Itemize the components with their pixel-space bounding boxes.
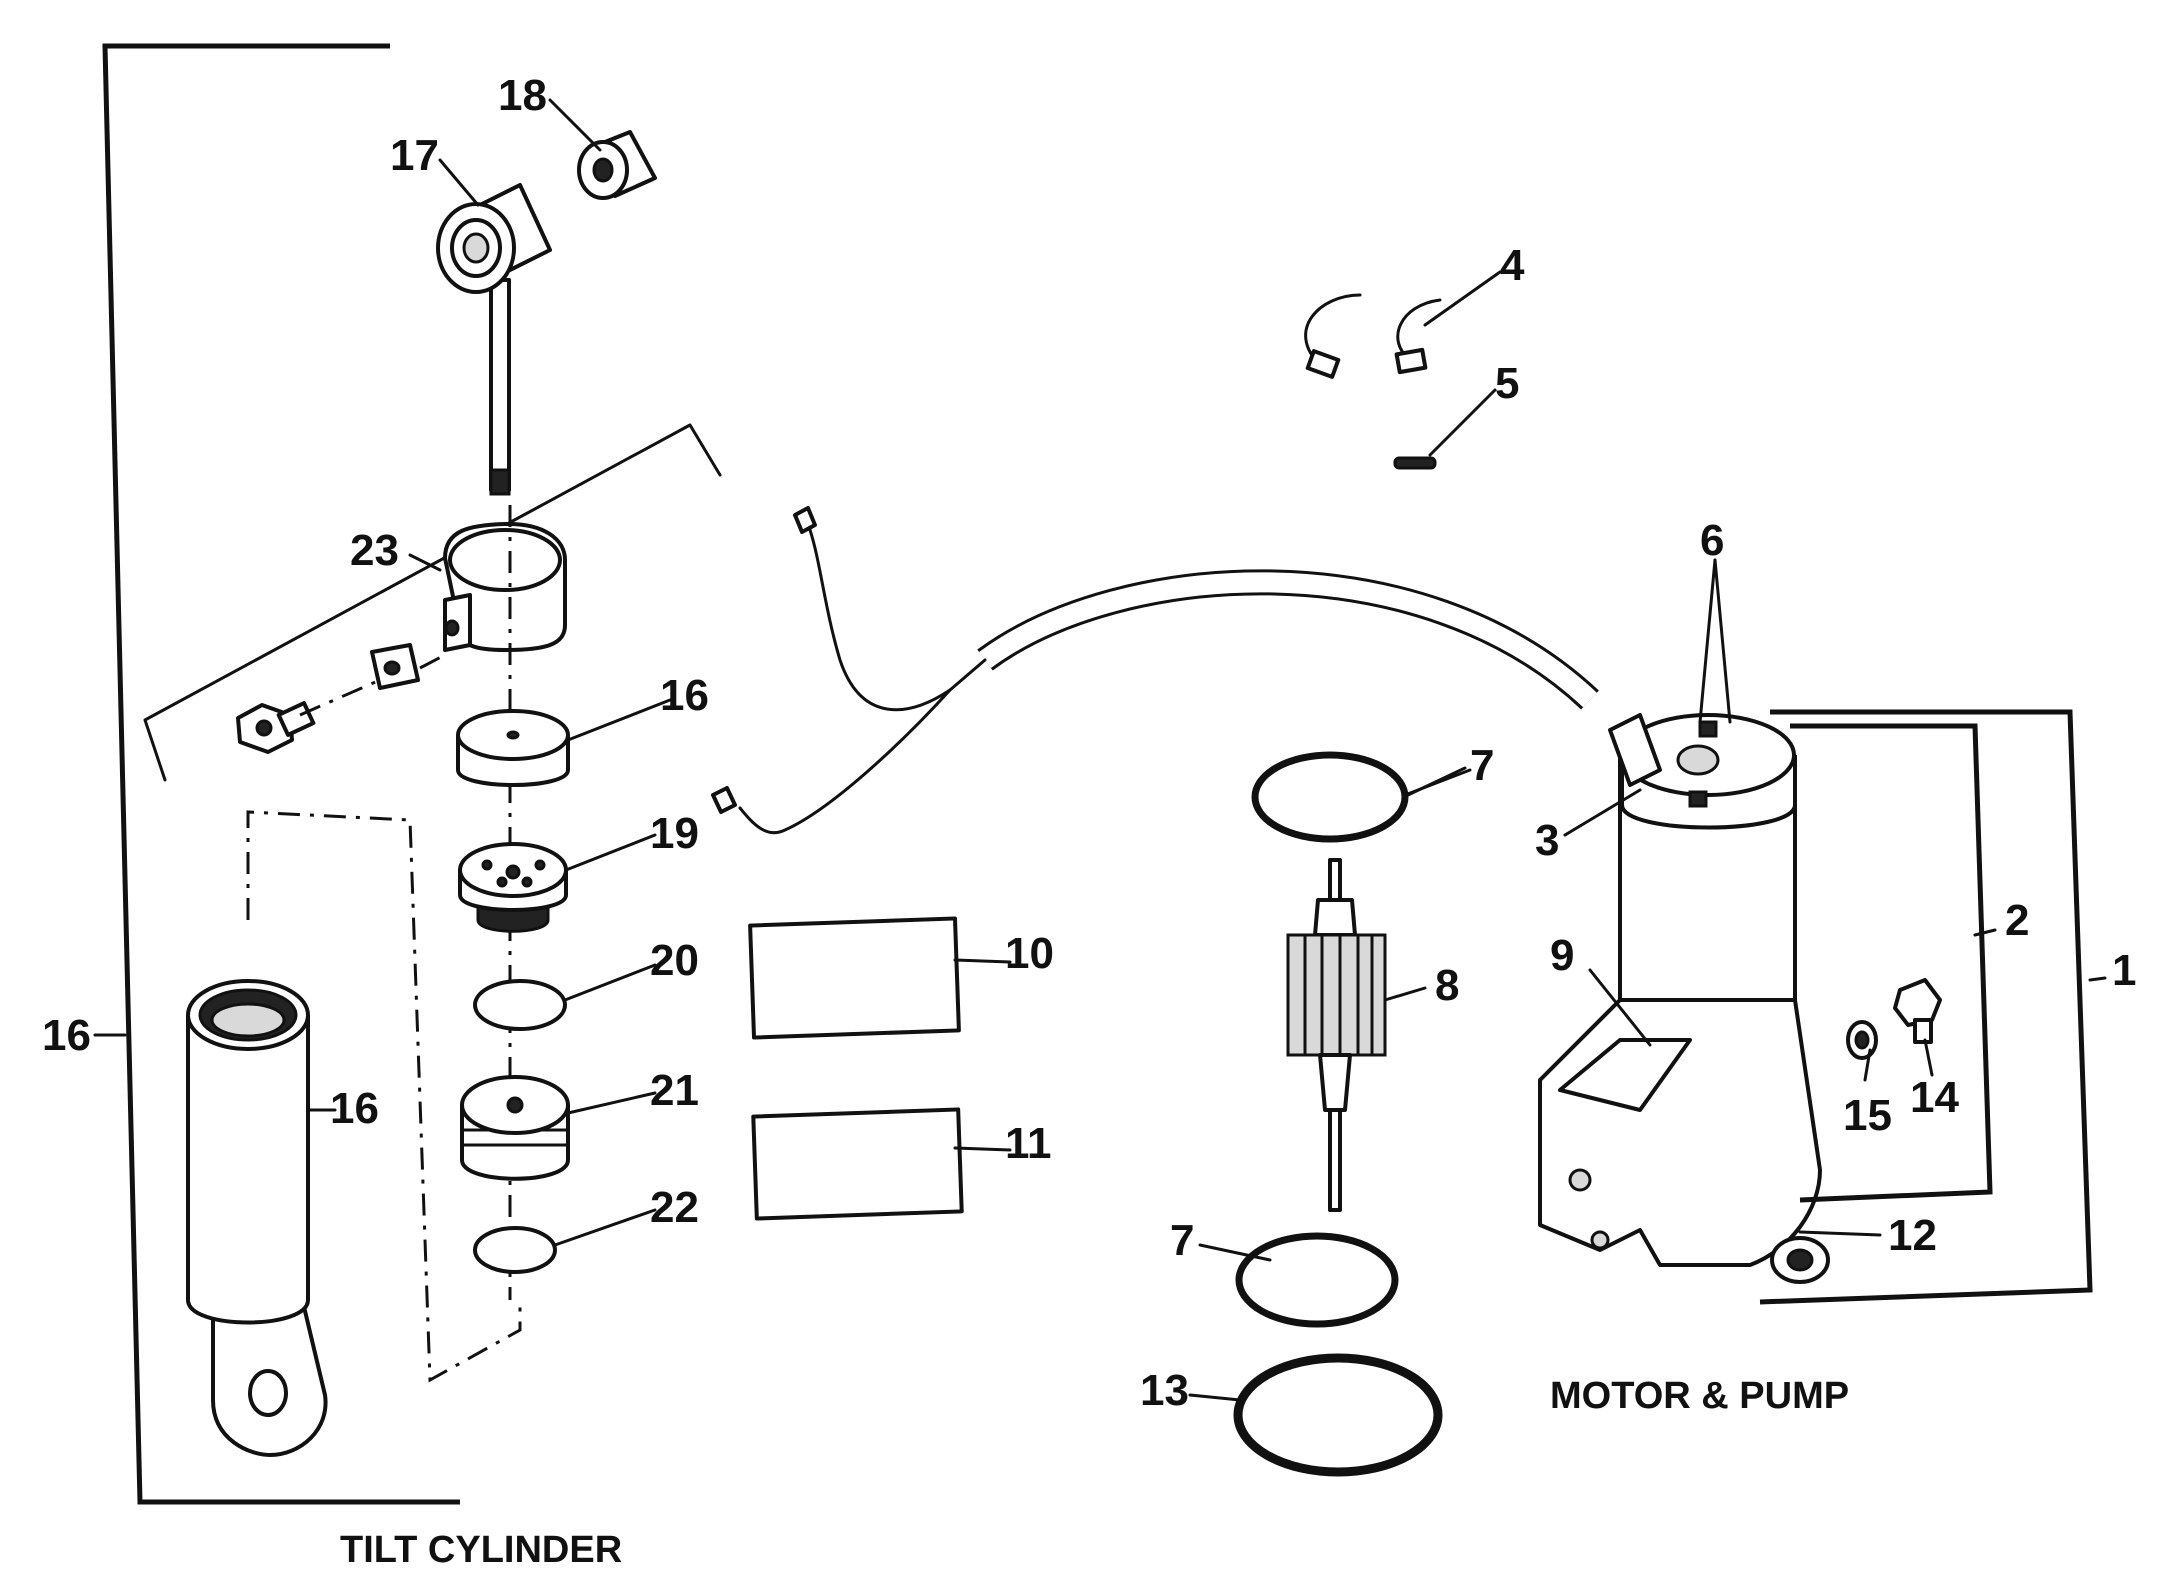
callout-16-disc: 16 — [660, 671, 709, 720]
washer-part-15 — [1846, 1020, 1878, 1060]
callout-9: 9 — [1550, 931, 1574, 980]
piston-disc-part-16 — [456, 709, 570, 787]
motor-pump-label: MOTOR & PUMP — [1550, 1375, 1849, 1417]
callout-16-left: 16 — [42, 1011, 91, 1060]
motor-can — [1608, 713, 1797, 1002]
callout-3: 3 — [1535, 816, 1559, 865]
wire-clip-part-4 — [1304, 293, 1442, 379]
callout-8: 8 — [1435, 961, 1459, 1010]
pin-part-5 — [1393, 456, 1437, 470]
tilt-rod-part-17 — [436, 183, 552, 496]
callout-6: 6 — [1700, 516, 1724, 565]
callout-21: 21 — [650, 1066, 699, 1115]
armature-part-8 — [1286, 858, 1387, 1212]
cylinder-cap-part-19 — [458, 842, 568, 933]
cylinder-axis-dash — [246, 810, 522, 1383]
callout-7-bottom: 7 — [1170, 1216, 1194, 1265]
clamp-part-23 — [236, 521, 567, 754]
callout-19: 19 — [650, 809, 699, 858]
callout-5: 5 — [1495, 359, 1519, 408]
piston-part-21 — [460, 1075, 570, 1181]
callout-20: 20 — [650, 936, 699, 985]
callout-numbers: 1 2 3 4 5 6 7 7 8 9 10 11 12 13 14 15 16… — [42, 71, 2136, 1415]
leader-lines — [93, 98, 2107, 1402]
callout-18: 18 — [498, 71, 547, 120]
tilt-cylinder-label: TILT CYLINDER — [340, 1529, 622, 1571]
motor-pump-group — [748, 293, 2093, 1477]
decal-part-10 — [748, 916, 961, 1040]
callout-16-body: 16 — [330, 1084, 379, 1133]
wire-harness — [711, 506, 1599, 834]
fitting-part-14 — [1893, 978, 1942, 1044]
o-ring-part-7-bottom — [1235, 1232, 1399, 1328]
callout-7-top: 7 — [1470, 741, 1494, 790]
tilt-cylinder-bracket — [102, 43, 460, 1505]
pump-base-part-9 — [1538, 998, 1830, 1284]
callout-12: 12 — [1888, 1211, 1937, 1260]
callout-2: 2 — [2005, 896, 2029, 945]
bushing-part-18 — [577, 130, 657, 200]
callout-13: 13 — [1140, 1366, 1189, 1415]
clamp-bracket — [143, 423, 722, 782]
o-ring-part-20 — [473, 979, 567, 1031]
seal-ring-part-13 — [1233, 1353, 1443, 1477]
callout-23: 23 — [350, 526, 399, 575]
callout-15: 15 — [1843, 1091, 1892, 1140]
callout-10: 10 — [1005, 929, 1054, 978]
o-ring-part-7-top — [1251, 751, 1409, 843]
motor-pump-bracket-2 — [1790, 723, 1993, 1203]
decal-part-11 — [751, 1107, 964, 1221]
tilt-cylinder-group — [102, 43, 722, 1505]
callout-1: 1 — [2112, 946, 2136, 995]
callout-22: 22 — [650, 1183, 699, 1232]
callout-11: 11 — [1005, 1119, 1052, 1168]
callout-14: 14 — [1910, 1073, 1959, 1122]
motor-pump-bracket-1 — [1759, 709, 2093, 1305]
callout-17: 17 — [390, 131, 439, 180]
callout-4: 4 — [1500, 241, 1525, 290]
o-ring-part-22 — [473, 1226, 557, 1274]
cylinder-body-part-16 — [186, 979, 328, 1457]
